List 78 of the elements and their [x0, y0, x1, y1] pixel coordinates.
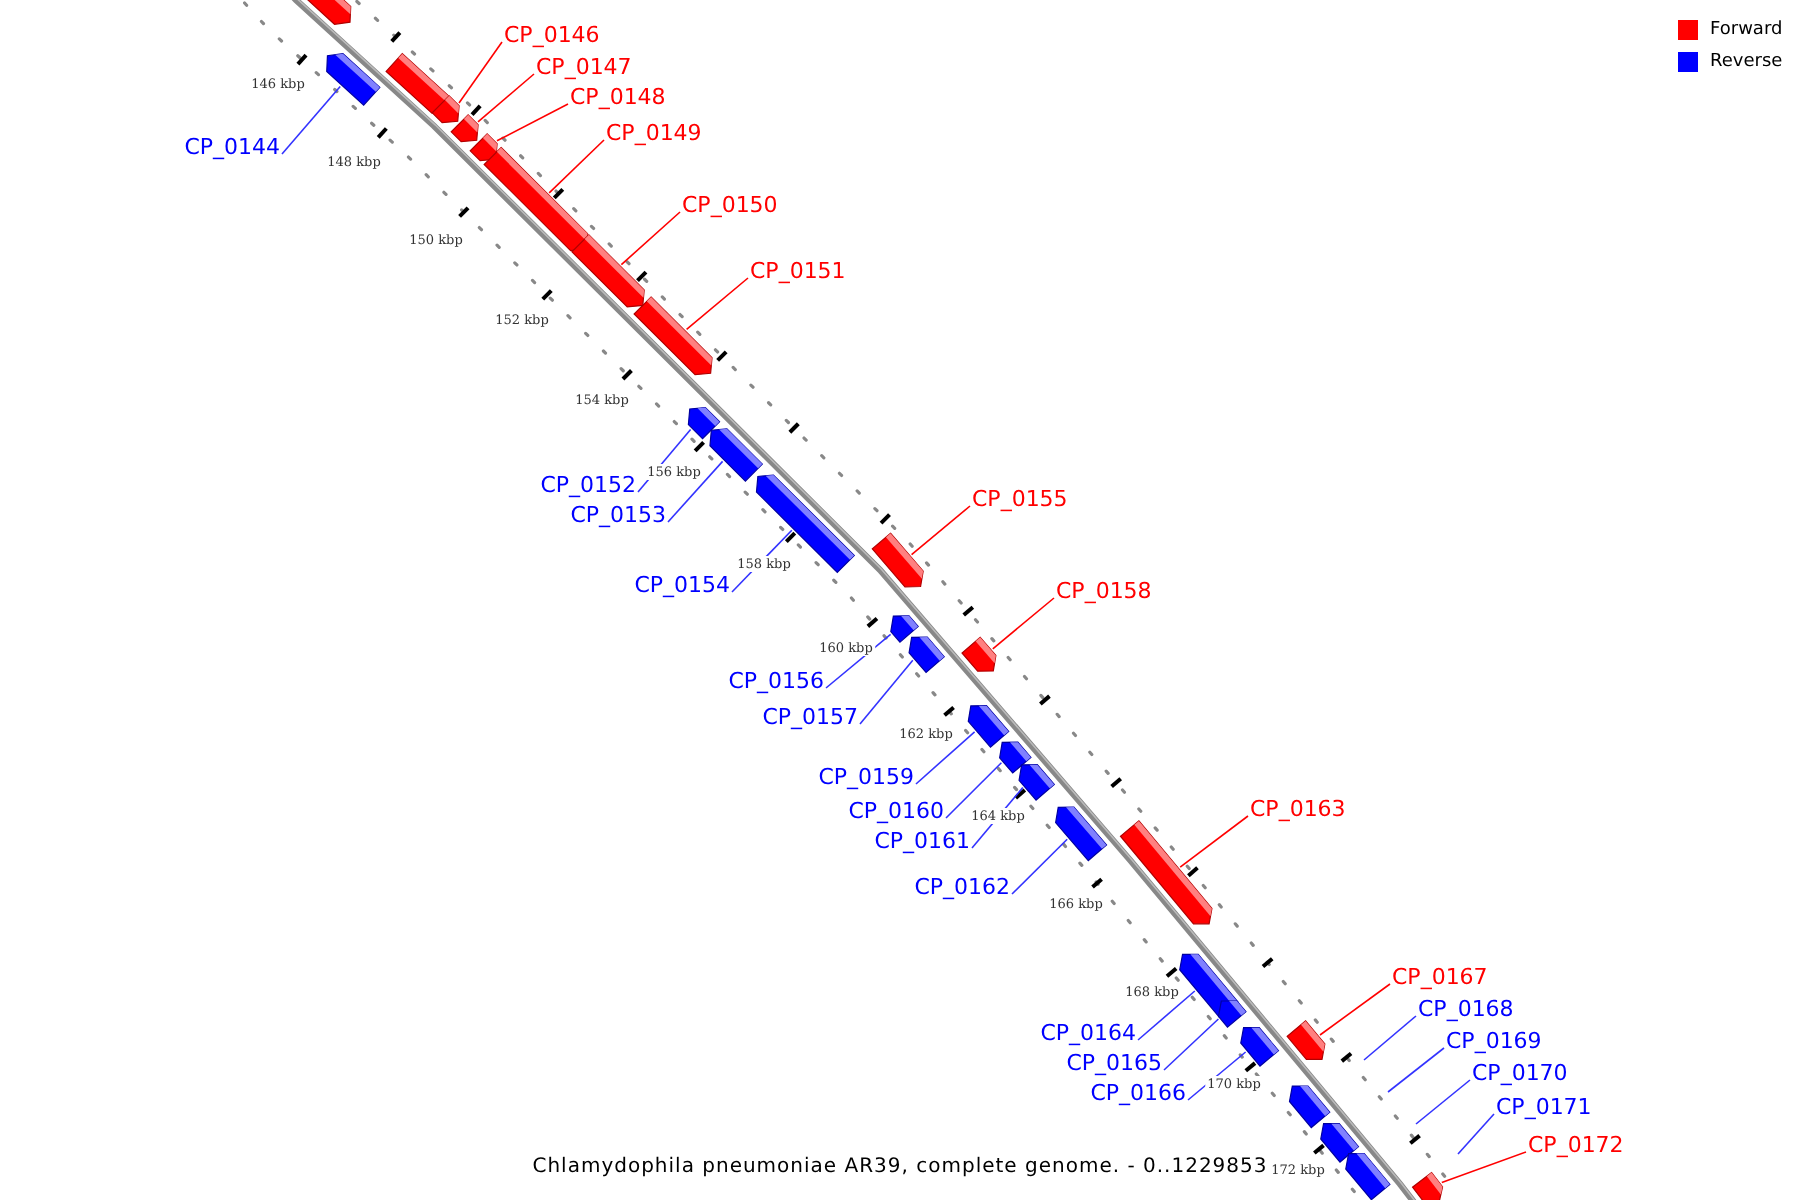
leader-line [1415, 1079, 1471, 1125]
leader-line [548, 139, 605, 194]
gene-label: CP_0164 [1040, 1020, 1136, 1046]
legend-label: Forward [1710, 19, 1783, 41]
leader-line [620, 211, 681, 266]
gene-block [871, 532, 924, 588]
gene-label: CP_0167 [1392, 964, 1488, 990]
gene-label: CP_0158 [1056, 578, 1152, 604]
leader-line [945, 762, 1003, 819]
gene-label: CP_0168 [1418, 996, 1514, 1022]
gene-block [1411, 1171, 1444, 1200]
gene-label: CP_0159 [818, 764, 914, 790]
gene-label: CP_0169 [1446, 1028, 1542, 1054]
leader-line [1179, 815, 1249, 868]
gene-block [961, 636, 997, 672]
gene-label: CP_0152 [540, 472, 636, 498]
gene-block [1345, 1153, 1391, 1200]
leader-line [1011, 838, 1068, 895]
leader-line [1137, 990, 1196, 1041]
gene-block [1286, 1020, 1326, 1060]
gene-block [1055, 806, 1108, 862]
leader-line [859, 659, 914, 725]
gene-block [709, 428, 764, 482]
gene-block [1240, 1027, 1280, 1067]
gene-label: CP_0146 [504, 22, 600, 48]
caption: Chlamydophila pneumoniae AR39, complete genome. - 0..1229853 [532, 1156, 1268, 1180]
gene-block [302, 0, 352, 25]
gene-block [908, 636, 946, 674]
gene-block [1119, 820, 1213, 925]
leader-line [477, 73, 535, 123]
legend-label: Reverse [1710, 51, 1783, 73]
gene-label: CP_0153 [570, 502, 666, 528]
leader-line [1363, 1015, 1417, 1061]
gene-label: CP_0155 [972, 486, 1068, 512]
leader-line [915, 731, 976, 785]
gene-block [450, 114, 479, 143]
leader-line [685, 277, 749, 331]
gene-block [483, 146, 589, 252]
gene-block [571, 234, 645, 308]
leader-line [825, 633, 892, 689]
gene-block [385, 52, 449, 114]
gene-label: CP_0165 [1066, 1050, 1162, 1076]
gene-label: CP_0171 [1496, 1094, 1592, 1120]
gene-label: CP_0156 [728, 668, 824, 694]
gene-block [890, 615, 919, 643]
gene-label: CP_0166 [1090, 1080, 1186, 1106]
leader-line [1387, 1047, 1445, 1093]
gene-label: CP_0148 [570, 84, 666, 110]
leader-line [1441, 1151, 1527, 1184]
gene-block [1217, 1000, 1247, 1028]
gene-label: CP_0150 [682, 192, 778, 218]
gene-label: CP_0151 [750, 258, 846, 284]
gene-block [431, 95, 460, 124]
leader-line [910, 505, 971, 556]
gene-block [633, 296, 713, 376]
gene-label: CP_0162 [914, 874, 1010, 900]
gene-block [1018, 764, 1056, 801]
gene-block [1288, 1085, 1331, 1129]
leader-line [281, 85, 341, 155]
gene-label: CP_0170 [1472, 1060, 1568, 1086]
leader-line [667, 460, 724, 523]
leader-line [458, 41, 503, 104]
gene-label: CP_0163 [1250, 796, 1346, 822]
gene-label: CP_0154 [634, 572, 730, 598]
gene-label: CP_0157 [762, 704, 858, 730]
gene-label: CP_0144 [184, 134, 280, 160]
gene-block [967, 705, 1010, 748]
gene-label: CP_0161 [874, 828, 970, 854]
leader-line [1163, 1018, 1220, 1071]
leader-line [1319, 983, 1391, 1036]
leader-line [1457, 1113, 1495, 1155]
gene-label: CP_0160 [848, 798, 944, 824]
gene-label: CP_0147 [536, 54, 632, 80]
gene-label: CP_0172 [1528, 1132, 1624, 1158]
leader-line [496, 103, 569, 142]
leader-line [992, 597, 1055, 650]
gene-block [326, 53, 381, 106]
gene-label: CP_0149 [606, 120, 702, 146]
